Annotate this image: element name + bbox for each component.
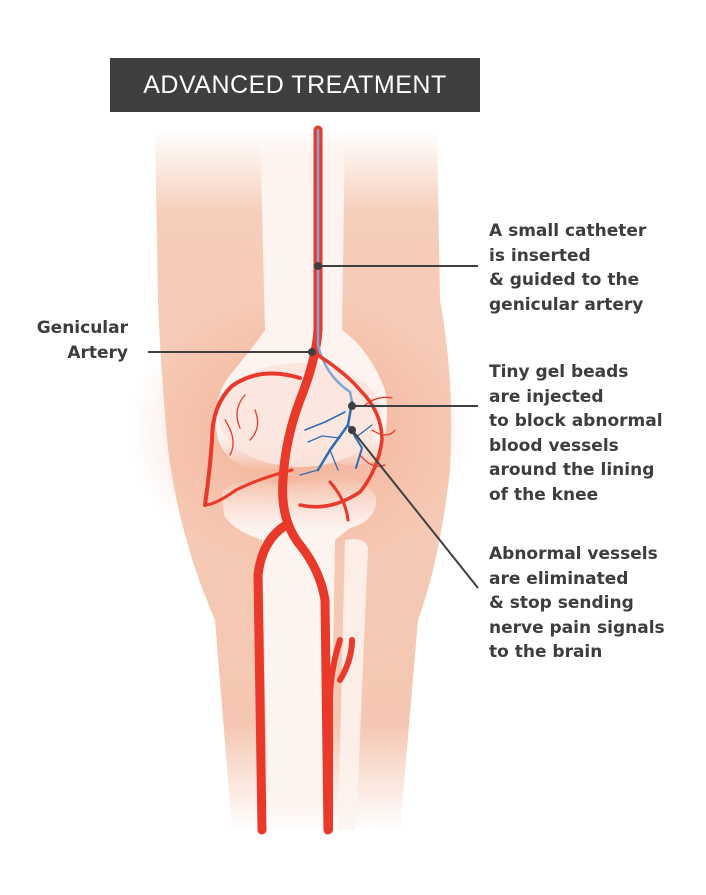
leader-lines bbox=[148, 262, 479, 589]
label-catheter: A small catheter is inserted & guided to… bbox=[489, 221, 647, 315]
page-title: ADVANCED TREATMENT bbox=[143, 70, 447, 99]
main-artery bbox=[278, 125, 333, 835]
label-gel-beads: Tiny gel beads are injected to block abn… bbox=[489, 362, 663, 505]
catheter bbox=[316, 128, 354, 404]
fibula-bone bbox=[338, 539, 368, 830]
peroneal-loop bbox=[327, 637, 355, 833]
tibia-bone bbox=[222, 476, 377, 830]
title-banner: ADVANCED TREATMENT bbox=[110, 58, 480, 112]
genicular-branches bbox=[203, 350, 396, 522]
patella bbox=[218, 363, 382, 467]
label-genicular-artery: Genicular Artery bbox=[36, 318, 128, 363]
tibial-artery bbox=[253, 520, 291, 835]
abnormal-vessels bbox=[299, 400, 373, 476]
label-abnormal-vessels: Abnormal vessels are eliminated & stop s… bbox=[489, 544, 665, 662]
